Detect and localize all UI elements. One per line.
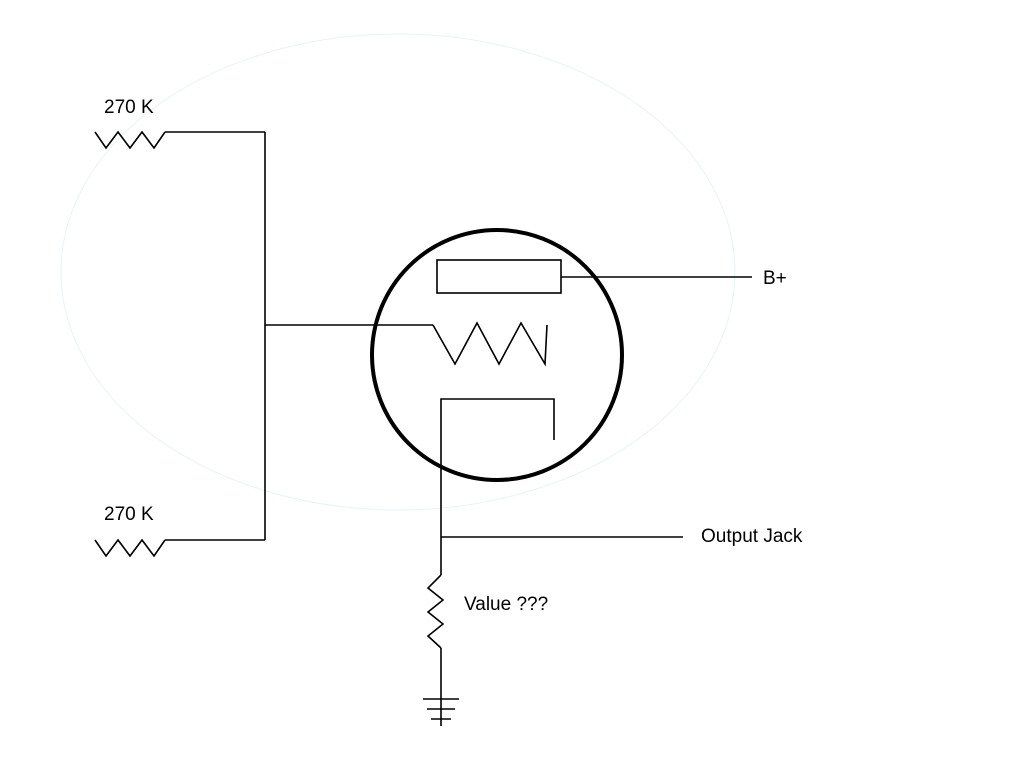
label-bplus: B+ bbox=[763, 268, 787, 289]
tube-envelope bbox=[370, 228, 624, 482]
cathode-resistor bbox=[426, 574, 445, 649]
label-cathode-resistor: Value ??? bbox=[464, 594, 548, 615]
label-output-jack: Output Jack bbox=[701, 526, 803, 547]
tube-plate bbox=[436, 259, 562, 294]
ground-symbol bbox=[423, 698, 459, 720]
tube-grid bbox=[432, 321, 548, 367]
background-halo bbox=[60, 33, 736, 511]
resistor-top bbox=[94, 130, 166, 150]
resistor-bottom bbox=[94, 538, 166, 558]
label-resistor-bottom: 270 K bbox=[104, 504, 154, 525]
label-resistor-top: 270 K bbox=[104, 97, 154, 118]
tube-cathode bbox=[440, 398, 555, 480]
